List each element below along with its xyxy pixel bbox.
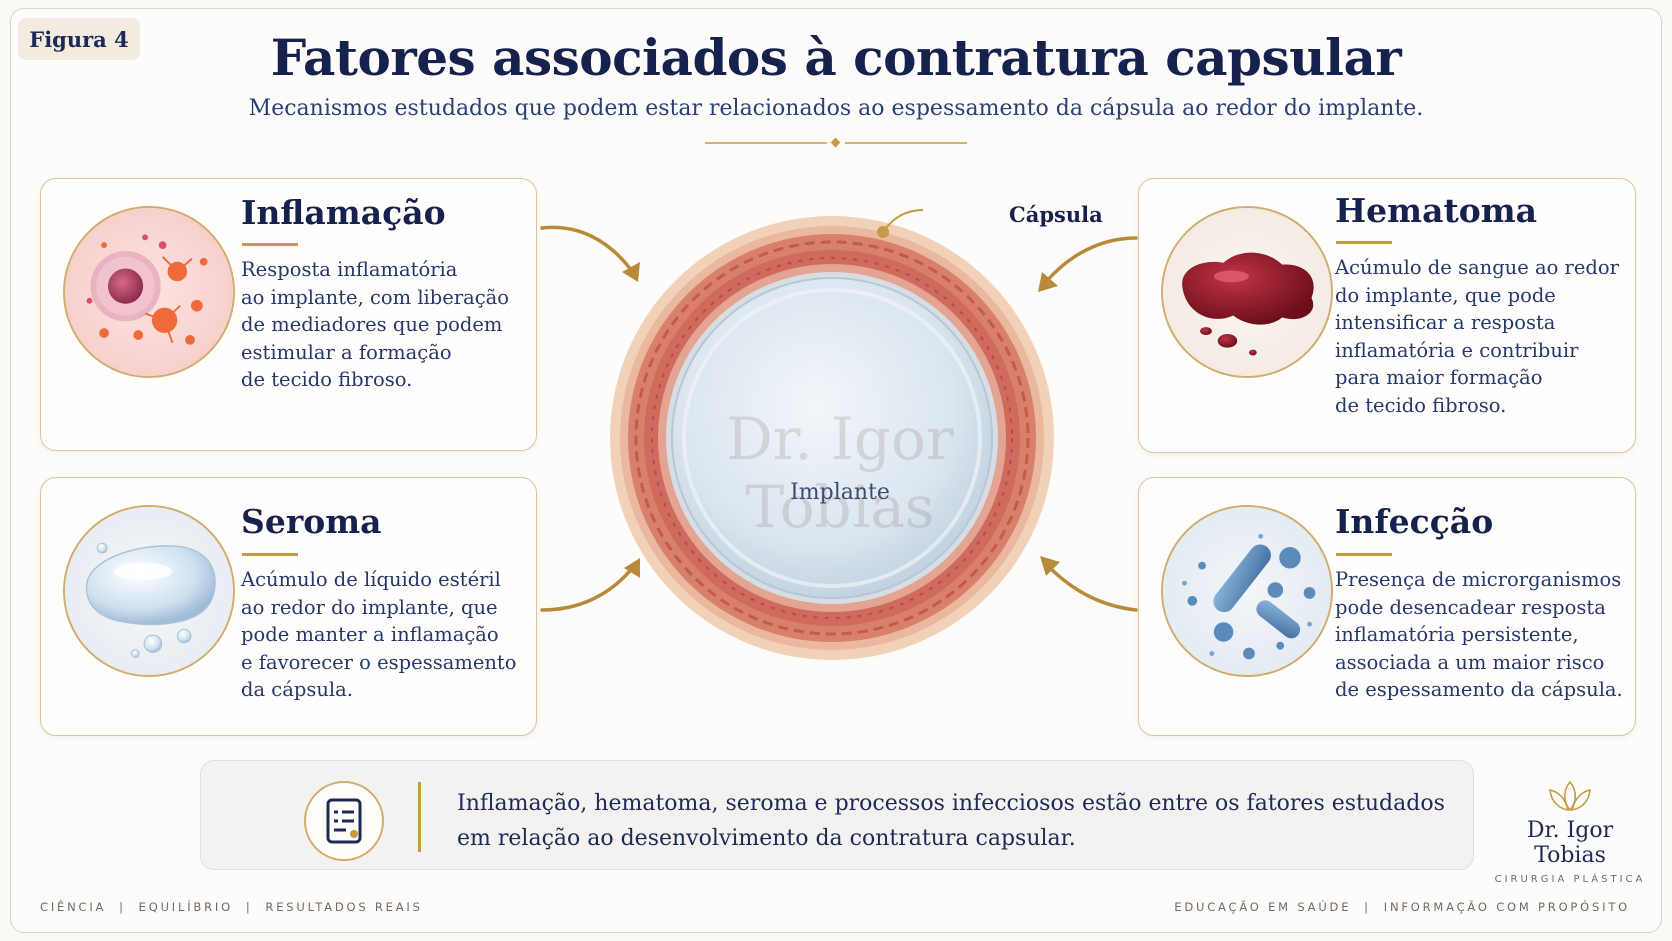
logo-name: Dr. Igor Tobias xyxy=(1526,818,1614,868)
card-description: Resposta inflamatória ao implante, com l… xyxy=(241,258,510,391)
footer-left: CIÊNCIA | EQUILÍBRIO | RESULTADOS REAIS xyxy=(40,900,423,914)
card-infeccao: Infecção Presença de microrganismos pode… xyxy=(1138,477,1636,736)
card-title-rule xyxy=(1336,241,1392,244)
card-title: Hematoma xyxy=(1335,191,1538,230)
card-title: Seroma xyxy=(241,502,382,541)
card-title-rule xyxy=(242,243,298,246)
title-divider xyxy=(705,138,967,148)
card-hematoma: Hematoma Acúmulo de sangue ao redor do i… xyxy=(1138,178,1636,453)
page-subtitle: Mecanismos estudados que podem estar rel… xyxy=(248,96,1424,121)
document-icon xyxy=(304,781,384,861)
page-title: Fatores associados à contratura capsular xyxy=(270,28,1402,87)
blood-pool-icon xyxy=(1161,206,1333,378)
card-title-rule xyxy=(242,553,298,556)
arrow-seroma-icon xyxy=(540,558,640,612)
logo-subtitle: CIRURGIA PLÁSTICA xyxy=(1494,874,1646,885)
footer-right: EDUCAÇÃO EM SAÚDE | INFORMAÇÃO COM PROPÓ… xyxy=(1174,900,1630,914)
card-title: Infecção xyxy=(1335,502,1494,541)
card-description: Acúmulo de sangue ao redor do implante, … xyxy=(1335,256,1619,417)
card-description: Acúmulo de líquido estéril ao redor do i… xyxy=(241,568,517,701)
card-title-rule xyxy=(1336,553,1392,556)
serous-fluid-droplet-icon xyxy=(63,505,235,677)
capsule-label: Cápsula xyxy=(1009,202,1103,227)
bacteria-icon xyxy=(1161,505,1333,677)
lotus-icon xyxy=(1549,780,1591,812)
arrow-inflamacao-icon xyxy=(540,225,640,282)
arrow-hematoma-icon xyxy=(1038,236,1138,292)
implant-capsule-diagram xyxy=(603,209,1067,674)
note-separator xyxy=(418,782,421,852)
implant-label: Implante xyxy=(790,480,890,505)
summary-note: Inflamação, hematoma, seroma e processos… xyxy=(200,760,1474,870)
card-title: Inflamação xyxy=(241,193,446,232)
card-description: Presença de microrganismos pode desencad… xyxy=(1335,568,1623,701)
card-seroma: Seroma Acúmulo de líquido estéril ao red… xyxy=(40,477,537,736)
brand-logo: Dr. Igor Tobias CIRURGIA PLÁSTICA xyxy=(1490,780,1650,885)
figure-badge: Figura 4 xyxy=(18,18,140,60)
watermark: Dr. Igor Tobias xyxy=(726,405,954,541)
inflammation-cells-icon xyxy=(63,206,235,378)
note-text: Inflamação, hematoma, seroma e processos… xyxy=(457,791,1445,851)
arrow-infeccao-icon xyxy=(1040,556,1138,612)
card-inflamacao: Inflamação Resposta inflamatória ao impl… xyxy=(40,178,537,451)
